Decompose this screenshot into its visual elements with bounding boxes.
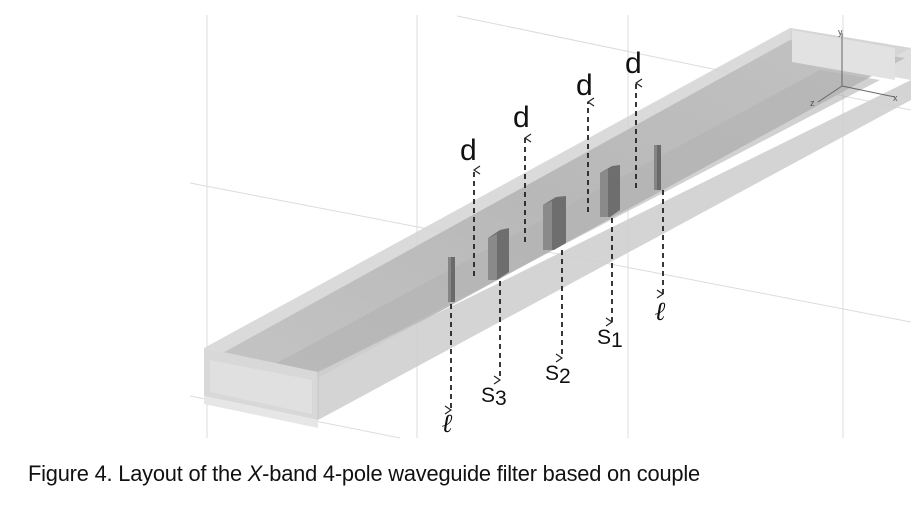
- axis-label-x: x: [893, 93, 898, 103]
- septum-s2: [543, 196, 566, 250]
- axis-label-y: y: [838, 27, 843, 37]
- septum-s1: [600, 165, 620, 217]
- x-axis-line: [841, 85, 896, 98]
- grid-line: [189, 182, 911, 323]
- caption-italic-x: X: [247, 461, 263, 486]
- dimension-labels: d d d d S3 S2 S1 ℓ ℓ: [442, 47, 666, 439]
- waveguide-end-face-near-inner: [210, 360, 312, 414]
- label-l-right: ℓ: [655, 297, 666, 327]
- posts: [448, 145, 661, 302]
- axis-triad: y x z: [810, 27, 898, 108]
- label-d-2: d: [513, 101, 530, 134]
- waveguide-end-rim: [204, 396, 318, 428]
- label-s3: S3: [481, 384, 507, 410]
- z-axis-line: [817, 85, 843, 103]
- waveguide-front-wall: [318, 80, 911, 420]
- label-s2: S2: [545, 362, 571, 388]
- waveguide-channel: [260, 70, 880, 382]
- post-right-thin: [654, 145, 661, 190]
- caption-suffix: -band 4-pole waveguide filter based on c…: [262, 461, 700, 486]
- dimension-arrows: [451, 83, 663, 410]
- axis-label-z: z: [810, 98, 815, 108]
- label-s1: S1: [597, 326, 623, 352]
- label-d-1: d: [460, 134, 477, 167]
- septum-s3: [488, 228, 509, 280]
- caption-prefix: Figure 4. Layout of the: [28, 461, 248, 486]
- label-l-left: ℓ: [442, 409, 453, 439]
- label-d-4: d: [625, 47, 642, 80]
- post-left-thin: [448, 257, 455, 302]
- figure-caption: Figure 4. Layout of the X-band 4-pole wa…: [28, 461, 700, 487]
- label-d-3: d: [576, 69, 593, 102]
- waveguide-end-face-far: [792, 30, 895, 80]
- waveguide-filter-diagram: y x z: [189, 15, 911, 439]
